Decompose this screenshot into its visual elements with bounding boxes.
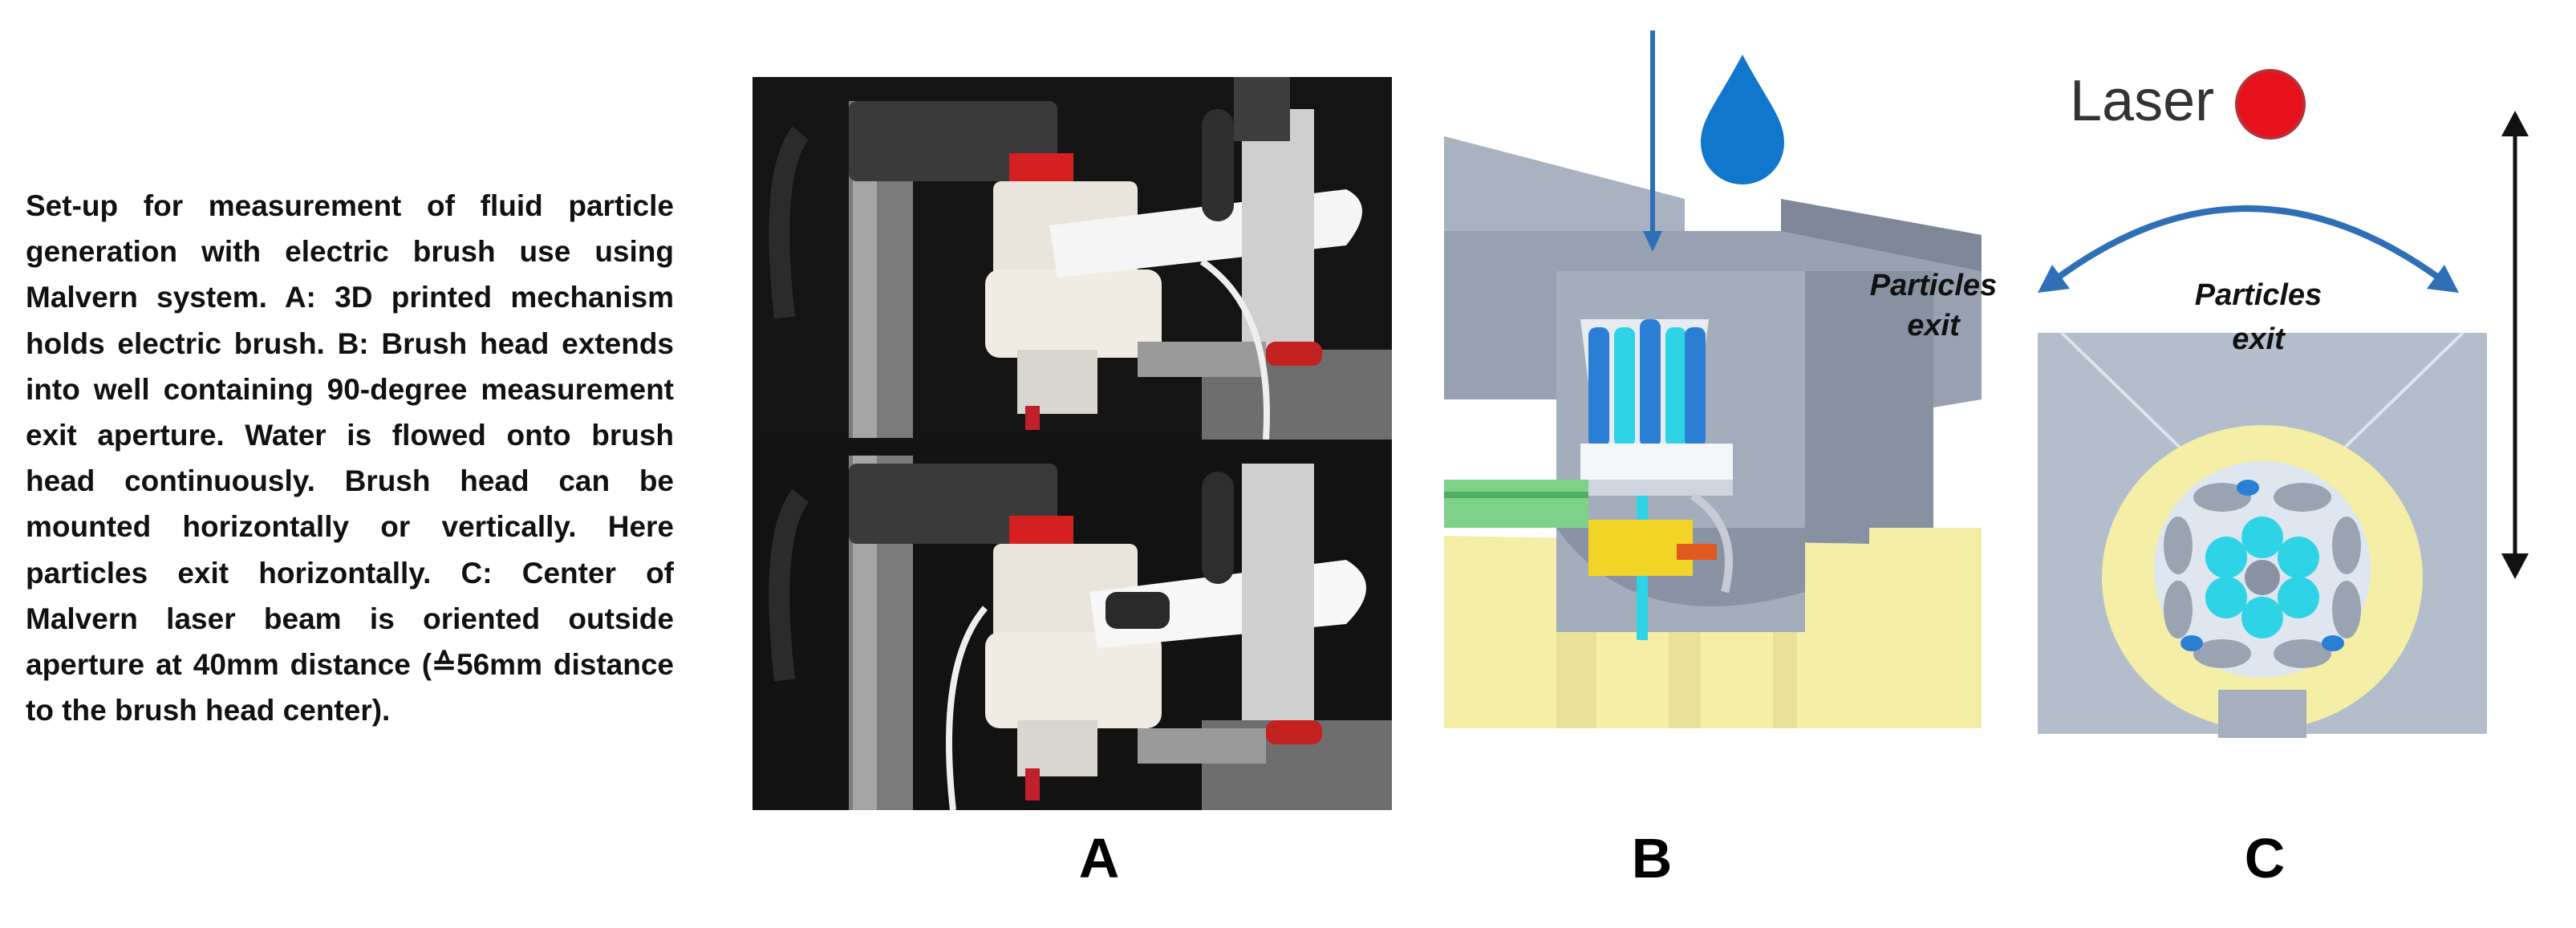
center-bristles	[2205, 517, 2319, 638]
rotation-arrow	[2051, 205, 2445, 284]
brush-head-illustration	[1580, 319, 1733, 640]
upper-photo	[753, 77, 1392, 440]
particles-exit-label-c-line2: exit	[2232, 322, 2286, 356]
panel-c-diagram: Laser	[2038, 48, 2551, 738]
figure-caption: Set-up for measurement of fluid particle…	[26, 189, 674, 727]
lower-photo	[753, 440, 1392, 811]
panel-label-a: A	[1078, 827, 1120, 890]
panel-a-photo-illustration	[753, 77, 1392, 811]
panel-label-b: B	[1631, 827, 1673, 890]
panel-c-top-view: Laser	[2038, 69, 2529, 738]
bristle-ring	[2164, 483, 2361, 668]
panel-label-c: C	[2244, 827, 2286, 890]
particles-exit-label-b: Particles	[1870, 269, 1997, 302]
panel-b-diagram: Particles exit	[1436, 30, 1998, 752]
water-drop-icon	[1701, 55, 1784, 184]
panel-a-photo	[753, 77, 1392, 811]
panel-b-cross-section: Particles exit	[1444, 30, 1997, 728]
laser-dot-icon	[2235, 69, 2306, 140]
particles-exit-label-b-line2: exit	[1907, 309, 1961, 342]
laser-label: Laser	[2070, 69, 2214, 133]
particles-exit-label-c: Particles	[2195, 278, 2322, 312]
